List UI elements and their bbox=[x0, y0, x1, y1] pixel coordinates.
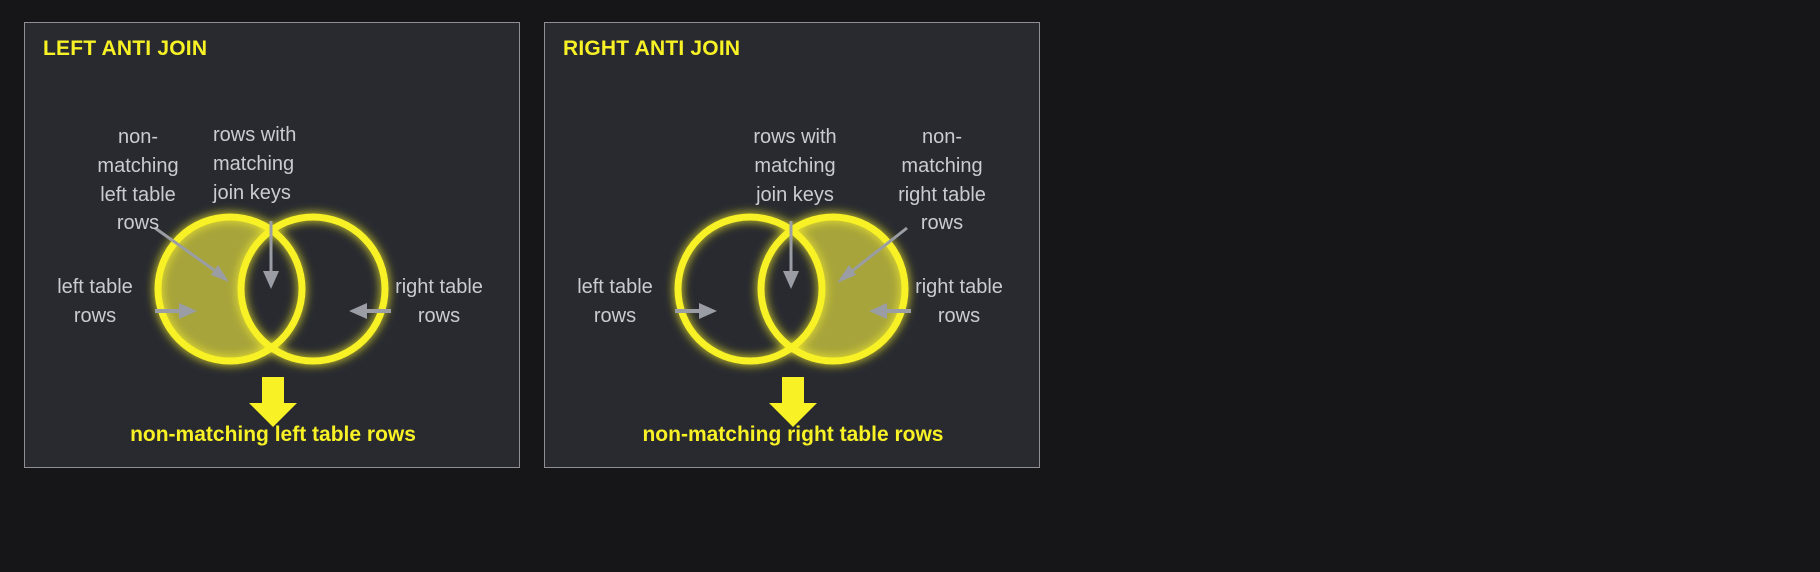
panel-title: LEFT ANTI JOIN bbox=[43, 37, 208, 60]
left-table-circle bbox=[154, 213, 306, 365]
pointer-matching-join-keys bbox=[783, 221, 799, 289]
pointer-non-matching-left bbox=[154, 226, 229, 282]
callout-right-table-rows: right table rows bbox=[395, 276, 483, 327]
right-circle-fill-region bbox=[761, 217, 905, 361]
pointer-matching-join-keys bbox=[263, 221, 279, 289]
right-table-circle bbox=[757, 213, 909, 365]
venn-diagram-right bbox=[545, 23, 1041, 469]
callout-left-table-rows: left table rows bbox=[577, 276, 653, 327]
venn-svg bbox=[154, 213, 391, 427]
callout-right-table-rows: right table rows bbox=[915, 276, 1003, 327]
callout-non-matching-left-rows: non- matching left table rows bbox=[97, 126, 179, 235]
left-circle-fill-region bbox=[158, 217, 302, 361]
pointer-right-table-rows bbox=[869, 303, 911, 319]
panel-right-anti-join: RIGHT ANTI JOIN bbox=[544, 22, 1040, 468]
right-table-circle bbox=[237, 213, 389, 365]
down-arrow-icon bbox=[249, 377, 297, 427]
result-label: non-matching right table rows bbox=[642, 423, 944, 446]
down-arrow-icon bbox=[769, 377, 817, 427]
callout-left-table-rows: left table rows bbox=[57, 276, 133, 327]
result-label: non-matching left table rows bbox=[130, 423, 416, 446]
venn-diagram-left bbox=[25, 23, 521, 469]
venn-svg bbox=[674, 213, 911, 427]
panel-title: RIGHT ANTI JOIN bbox=[563, 37, 741, 60]
panel-left-anti-join: LEFT ANTI JOIN bbox=[24, 22, 520, 468]
pointer-left-table-rows bbox=[675, 303, 717, 319]
left-table-circle bbox=[674, 213, 826, 365]
pointer-non-matching-right bbox=[837, 226, 908, 283]
callout-matching-join-keys: rows with matching join keys bbox=[753, 126, 837, 206]
callout-non-matching-right-rows: non- matching right table rows bbox=[898, 126, 986, 235]
callout-matching-join-keys: rows with matching join keys bbox=[213, 124, 297, 204]
pointer-left-table-rows bbox=[155, 303, 197, 319]
pointer-right-table-rows bbox=[349, 303, 391, 319]
